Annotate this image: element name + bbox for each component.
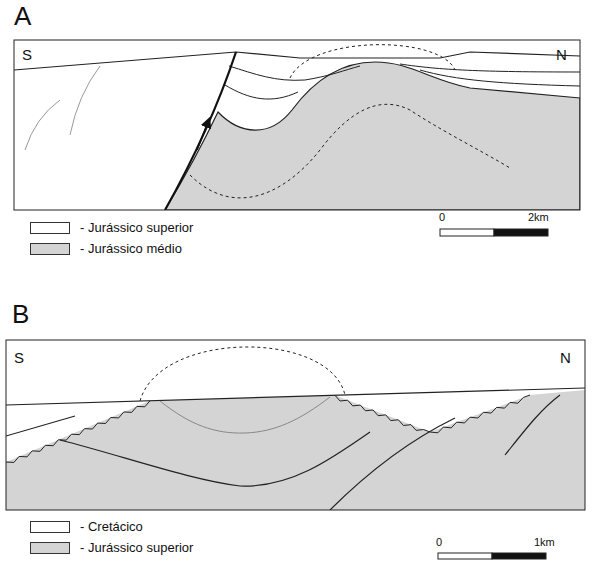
panel-letter: B [12,300,29,329]
compass-label: N [560,350,571,367]
legend-swatch [30,243,70,255]
section-b [6,347,585,510]
legend-swatch [30,222,70,234]
legend-swatch [30,542,70,554]
scale-label: 1km [534,536,555,548]
unconformity [6,401,150,463]
scale-label: 0 [436,536,442,548]
legend-swatch [30,521,70,533]
compass-label: S [22,47,32,64]
compass-label: S [14,350,24,367]
scale-label: 0 [439,211,445,223]
legend-text: - Cretácico [80,520,143,534]
legend-text: - Jurássico médio [80,242,182,256]
compass-label: N [556,47,567,64]
scale-label: 2km [528,211,549,223]
unconformity [335,395,530,433]
panel-letter: A [14,2,31,31]
legend-text: - Jurássico superior [80,221,193,235]
section-a [14,45,580,210]
legend-text: - Jurássico superior [80,541,193,555]
